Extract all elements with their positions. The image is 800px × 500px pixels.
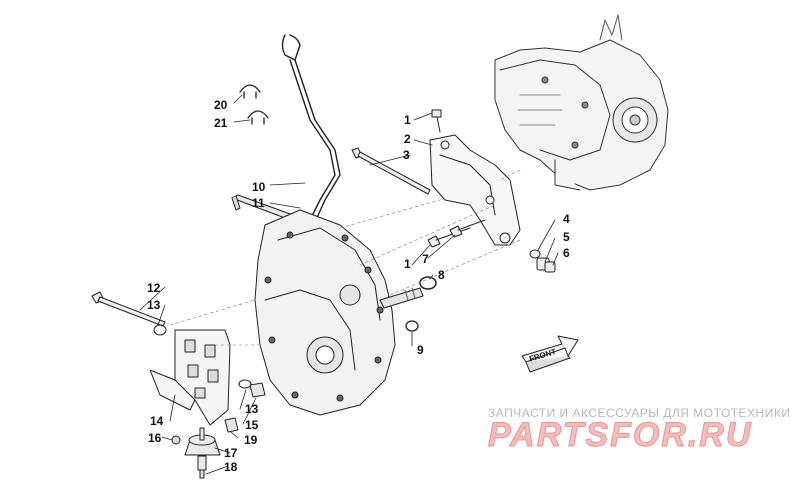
callout-3: 3 [403,148,410,162]
callout-7: 7 [422,252,429,266]
washer-8 [419,276,437,290]
callout-16: 16 [148,431,162,445]
bolt-18 [199,469,205,479]
callout-13: 13 [147,298,161,312]
mount-plate [149,329,231,426]
callout-6: 6 [563,246,570,260]
callout-12: 12 [147,281,161,295]
front-direction-arrow: FRONT [521,335,579,373]
long-bolt [351,147,431,195]
callout-11: 11 [252,196,265,210]
callout-19: 19 [244,433,258,447]
callout-1-lower: 1 [404,257,411,271]
svg-text:PARTSFOR.RU: PARTSFOR.RU [488,416,752,454]
bolt-top [431,109,442,133]
callout-15: 15 [245,418,259,432]
callout-2: 2 [404,132,411,146]
callout-4: 4 [563,212,570,226]
callout-14: 14 [150,414,164,428]
callout-8: 8 [438,268,445,282]
watermark-tagline: ЗАПЧАСТИ И АКСЕССУАРЫ ДЛЯ МОТОТЕХНИКИ [488,406,791,420]
spacer-15 [249,382,266,398]
engine-mount-bracket [429,134,521,246]
engine-block [494,14,669,191]
callout-10: 10 [252,180,266,194]
dipstick-tube [281,34,341,223]
washer-13b [238,379,252,389]
callout-18: 18 [224,460,238,474]
hose-clips [239,84,269,125]
nut-washer-set [529,249,556,273]
bolts-middle [427,219,486,248]
callout-1: 1 [404,113,411,127]
nut-16 [171,435,181,445]
rubber-mount [184,427,221,471]
callout-9: 9 [417,343,424,357]
callout-13-lower: 13 [245,402,259,416]
washer-13a [153,324,167,336]
alignment-lines [169,169,521,346]
watermark-logo: PARTSFOR.RU [488,416,752,455]
leader-lines [139,94,559,475]
callout-5: 5 [563,230,570,244]
callout-21: 21 [214,116,228,130]
bolt-12 [91,291,166,327]
bolt-19 [224,417,239,433]
callout-17: 17 [224,446,238,460]
transmission-housing [231,194,424,416]
washer-9 [405,320,419,332]
callout-20: 20 [214,98,228,112]
